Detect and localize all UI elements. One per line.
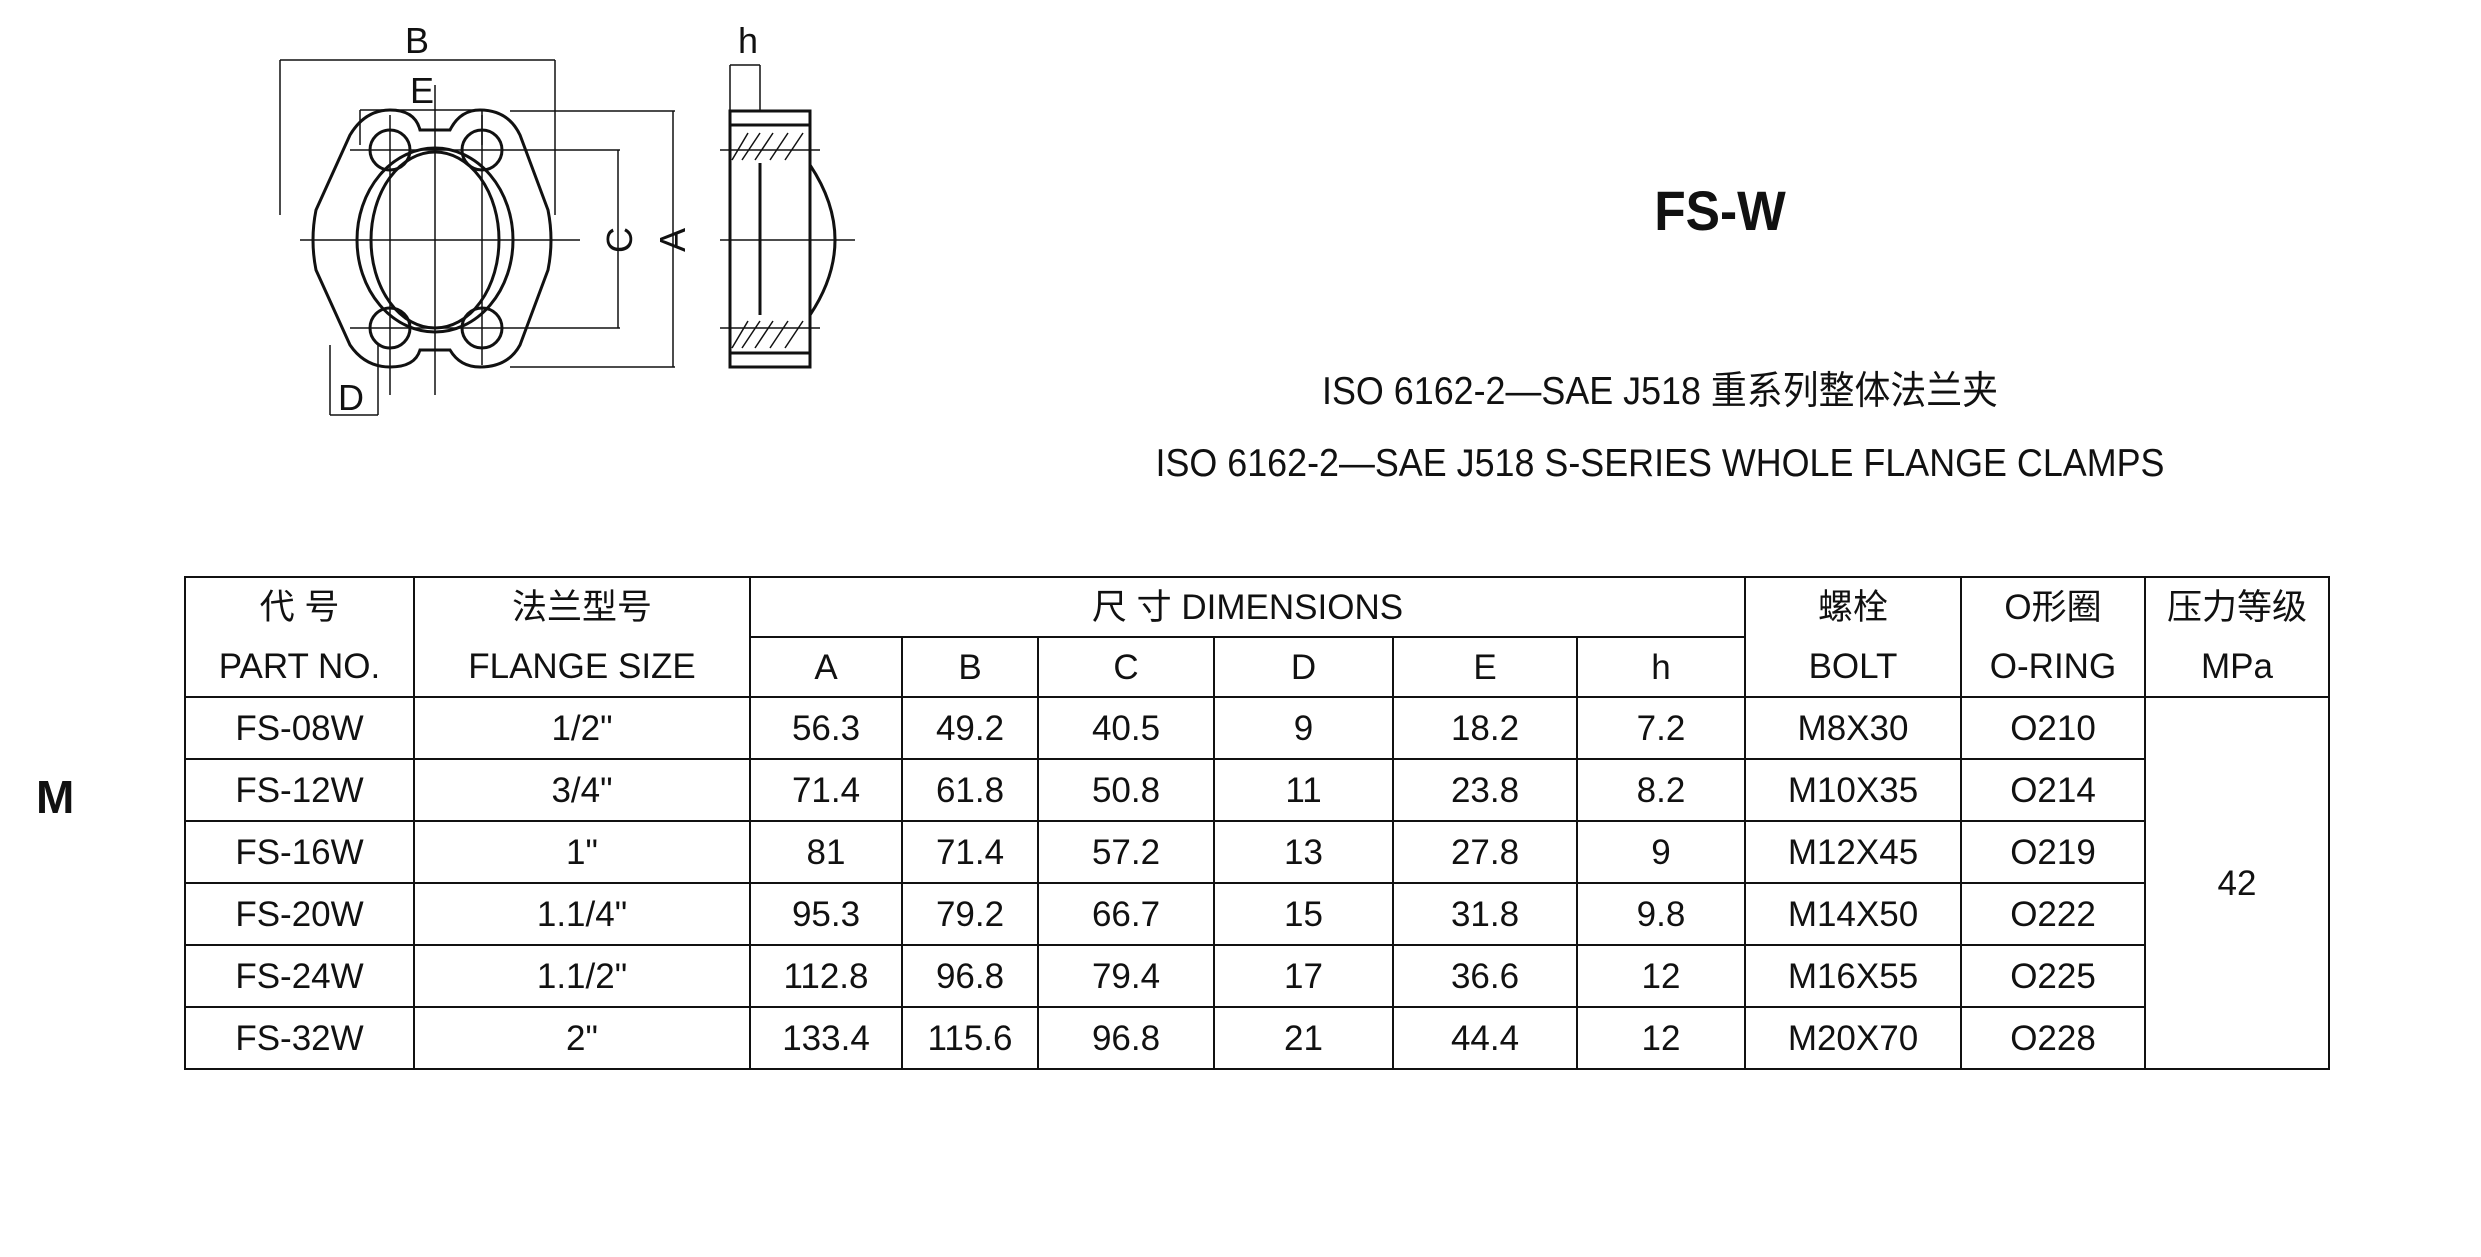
cell-h: 12 [1576,1006,1746,1070]
cell-b: 61.8 [901,758,1039,822]
cell-bolt: M14X50 [1744,882,1962,946]
header-flange-size: FLANGE SIZE [413,637,751,698]
cell-c: 79.4 [1037,944,1215,1008]
cell-bolt: M10X35 [1744,758,1962,822]
cell-h: 7.2 [1576,696,1746,760]
cell-e: 27.8 [1392,820,1578,884]
table-row: FS-12W 3/4" 71.4 61.8 50.8 11 23.8 8.2 M… [184,758,2329,822]
table-row: FS-08W 1/2" 56.3 49.2 40.5 9 18.2 7.2 M8… [184,696,2330,1070]
cell-h: 8.2 [1576,758,1746,822]
header-oring-cn: O形圈 [1960,576,2146,637]
header-bolt-cn: 螺栓 [1744,576,1962,637]
cell-oring: O228 [1960,1006,2146,1070]
cell-oring: O225 [1960,944,2146,1008]
cell-b: 79.2 [901,882,1039,946]
cell-size: 3/4" [413,758,751,822]
cell-a: 71.4 [749,758,903,822]
cell-c: 96.8 [1037,1006,1215,1070]
flange-clamp-drawing: B E C A D h [279,20,855,418]
cell-b: 96.8 [901,944,1039,1008]
cell-h: 9 [1576,820,1746,884]
cell-e: 44.4 [1392,1006,1578,1070]
dim-label-a: A [652,228,693,252]
cell-part: FS-20W [184,882,415,946]
cell-d: 17 [1213,944,1394,1008]
cell-pressure: 42 [2144,696,2330,1070]
header-flange-size-cn: 法兰型号 [413,576,751,637]
dim-label-b: B [405,20,429,61]
cell-oring: O210 [1960,696,2146,760]
subtitle-english: ISO 6162-2—SAE J518 S-SERIES WHOLE FLANG… [1155,442,2165,485]
product-title: FS-W [1654,179,1786,242]
cell-d: 13 [1213,820,1394,884]
header-bolt: BOLT [1744,637,1962,698]
cell-c: 66.7 [1037,882,1215,946]
header-dim-d: D [1213,636,1394,698]
cell-e: 18.2 [1392,696,1578,760]
cell-size: 1.1/4" [413,882,751,946]
header-dim-e: E [1392,636,1578,698]
cell-part: FS-12W [184,758,415,822]
cell-bolt: M12X45 [1744,820,1962,884]
cell-c: 57.2 [1037,820,1215,884]
side-mark: M [36,771,75,823]
header-dim-b: B [901,636,1039,698]
table-row: FS-16W 1" 81 71.4 57.2 13 27.8 9 M12X45 … [184,820,2329,884]
cell-d: 9 [1213,696,1394,760]
cell-size: 1/2" [413,696,751,760]
cell-h: 9.8 [1576,882,1746,946]
header-dim-h: h [1576,636,1746,698]
cell-d: 15 [1213,882,1394,946]
cell-b: 71.4 [901,820,1039,884]
cell-size: 2" [413,1006,751,1070]
cell-a: 81 [749,820,903,884]
header-dimensions: 尺 寸 DIMENSIONS [749,576,1746,638]
header-part-no: PART NO. [184,637,415,698]
cell-a: 133.4 [749,1006,903,1070]
cell-b: 49.2 [901,696,1039,760]
table-row: FS-24W 1.1/2" 112.8 96.8 79.4 17 36.6 12… [184,944,2329,1008]
cell-bolt: M16X55 [1744,944,1962,1008]
cell-a: 112.8 [749,944,903,1008]
cell-part: FS-24W [184,944,415,1008]
header-dim-a: A [749,636,903,698]
cell-c: 40.5 [1037,696,1215,760]
cell-part: FS-16W [184,820,415,884]
cell-oring: O214 [1960,758,2146,822]
cell-c: 50.8 [1037,758,1215,822]
cell-d: 11 [1213,758,1394,822]
cell-e: 23.8 [1392,758,1578,822]
cell-oring: O222 [1960,882,2146,946]
cell-part: FS-08W [184,696,415,760]
cell-bolt: M8X30 [1744,696,1962,760]
table-row: FS-20W 1.1/4" 95.3 79.2 66.7 15 31.8 9.8… [184,882,2329,946]
cell-oring: O219 [1960,820,2146,884]
cell-h: 12 [1576,944,1746,1008]
header-dim-c: C [1037,636,1215,698]
header-oring: O-RING [1960,637,2146,698]
cell-e: 36.6 [1392,944,1578,1008]
cell-a: 95.3 [749,882,903,946]
cell-part: FS-32W [184,1006,415,1070]
cell-bolt: M20X70 [1744,1006,1962,1070]
subtitle-chinese: ISO 6162-2—SAE J518 重系列整体法兰夹 [1322,370,1998,413]
cell-size: 1.1/2" [413,944,751,1008]
dim-label-d: D [338,377,364,418]
dim-label-e: E [410,70,434,111]
cell-e: 31.8 [1392,882,1578,946]
cell-a: 56.3 [749,696,903,760]
cell-b: 115.6 [901,1006,1039,1070]
dim-label-c: C [599,227,640,253]
dim-label-h: h [738,20,758,61]
header-pressure-cn: 压力等级 [2144,576,2330,637]
table-row: FS-32W 2" 133.4 115.6 96.8 21 44.4 12 M2… [184,1006,2329,1070]
header-part-no-cn: 代 号 [184,576,415,637]
cell-size: 1" [413,820,751,884]
header-pressure: MPa [2144,637,2330,698]
dimensions-table: 代 号 法兰型号 尺 寸 DIMENSIONS 螺栓 O形圈 压力等级 PART… [184,576,2330,1070]
cell-d: 21 [1213,1006,1394,1070]
